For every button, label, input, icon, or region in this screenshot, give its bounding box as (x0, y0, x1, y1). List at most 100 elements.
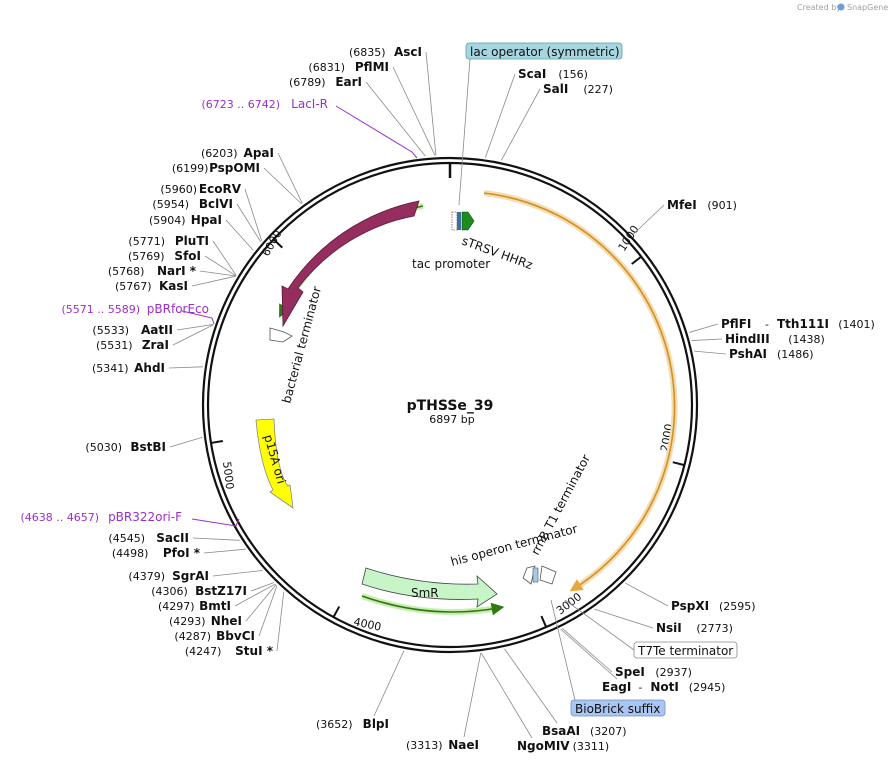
site-leader-line (192, 537, 240, 541)
site-position: (5771) (128, 235, 165, 248)
site-leader-line (694, 350, 727, 355)
site-separator: - (765, 318, 769, 331)
site-name: HindIII (725, 332, 770, 346)
t7te-label: T7Te terminator (637, 644, 733, 658)
lac-operator-label: lac operator (symmetric) (470, 45, 620, 59)
site-position: (3313) (406, 739, 443, 752)
site-name: BclVI (199, 197, 233, 211)
credit-prefix: Created by (797, 3, 841, 12)
site-position: (901) (707, 199, 737, 212)
site-name: HpaI (191, 213, 222, 227)
ruler-label: 4000 (352, 615, 382, 634)
site-name: NaeI (448, 738, 479, 752)
feature-leader-line (458, 58, 471, 206)
tac-promoter-label: tac promoter (412, 257, 490, 271)
site-leader-line (236, 203, 262, 242)
site-name: BbvCI (216, 629, 255, 643)
site-leader-line (168, 366, 203, 369)
site-position: (6199) (172, 162, 209, 175)
site-leader-line (594, 608, 654, 629)
site-position: (5767) (115, 280, 152, 293)
site-leader-line (212, 570, 263, 577)
site-leader-line (234, 583, 276, 607)
site-name: NsiI (656, 621, 682, 635)
site-name: ScaI (518, 67, 546, 81)
primer-leader-line (191, 518, 240, 527)
site-name-2: Tth111I (777, 317, 829, 331)
site-position: (4287) (174, 630, 211, 643)
site-name: MfeI (667, 198, 697, 212)
laci-arrow (281, 200, 420, 328)
snapgene-logo-icon (837, 3, 845, 11)
ruler-tick (672, 461, 685, 467)
site-leader-line (172, 324, 214, 346)
site-position: (2937) (655, 666, 692, 679)
site-position: (5531) (96, 339, 133, 352)
t7te-terminator-icon (539, 565, 557, 585)
site-name: SalI (543, 82, 568, 96)
feature-leader-line (564, 599, 635, 651)
site-position: (4545) (108, 532, 145, 545)
site-leader-line (365, 81, 426, 157)
site-name: BlpI (363, 717, 389, 731)
site-name: PflMI (355, 60, 389, 74)
primer-name: pBRforEco (147, 302, 209, 316)
site-leader-line (276, 591, 285, 652)
site-name: EarI (335, 75, 362, 89)
primer-labels: LacI-R(6723 .. 6742)pBRforEco(5571 .. 55… (20, 97, 418, 527)
site-position: (1401) (838, 318, 875, 331)
site-name: PspXI (671, 599, 709, 613)
site-name: BstZ17I (195, 584, 247, 598)
site-name: ZraI (142, 338, 169, 352)
leader-lines (168, 51, 727, 739)
primer-range: (5571 .. 5589) (61, 303, 140, 316)
site-name: NgoMIV (517, 739, 570, 753)
site-name: ApaI (244, 146, 274, 160)
restriction-sites-left: AscI(6835)PflMI(6831)EarI(6789)ApaI(6203… (85, 45, 479, 752)
smr-label: SmR (411, 586, 439, 600)
site-name: EcoRV (199, 182, 242, 196)
primer-name: LacI-R (291, 97, 328, 111)
site-position: (5954) (152, 198, 189, 211)
site-leader-line (480, 652, 533, 739)
site-leader-line (191, 275, 236, 287)
site-leader-line (258, 585, 278, 637)
primer-range: (4638 .. 4657) (20, 511, 99, 524)
ruler-label: 5000 (220, 461, 236, 490)
ruler-tick (332, 606, 341, 618)
site-position: (2595) (719, 600, 756, 613)
site-name: BmtI (199, 599, 231, 613)
site-leader-line (212, 240, 237, 276)
site-position: (5533) (92, 324, 129, 337)
tac-promoter-icon (451, 211, 458, 231)
site-leader-line (425, 51, 437, 156)
rrnb-terminator-icon (532, 567, 539, 583)
site-leader-line (176, 324, 214, 331)
restriction-sites-right: ScaI(156)SalI(227)MfeI(901)PflFI-Tth111I… (517, 67, 875, 753)
site-separator: - (638, 681, 642, 694)
site-position: (1486) (777, 348, 814, 361)
site-leader-line (463, 653, 482, 738)
site-name: SfoI (174, 249, 201, 263)
ruler-label: 3000 (554, 590, 584, 617)
lac-operator-icon (457, 212, 461, 230)
ruler-tick (272, 238, 283, 249)
site-position: (6789) (289, 76, 326, 89)
site-leader-line (689, 323, 719, 333)
biobrick-label: BioBrick suffix (575, 702, 660, 716)
smr-green-arc-line (361, 595, 505, 616)
site-name-2: NotI (650, 680, 679, 694)
site-position: (1438) (788, 333, 825, 346)
orange-feature-arc-line (483, 192, 676, 592)
site-name: EagI (602, 680, 631, 694)
site-position: (5768) (108, 265, 145, 278)
site-position: (227) (583, 83, 613, 96)
site-name: PluTI (175, 234, 209, 248)
ruler-label: 1000 (616, 223, 642, 254)
plasmid-length: 6897 bp (429, 413, 474, 426)
site-position: (4247) (185, 645, 222, 658)
site-position: (4293) (169, 615, 206, 628)
site-leader-line (244, 188, 262, 241)
site-name: BsaAI (542, 724, 580, 738)
